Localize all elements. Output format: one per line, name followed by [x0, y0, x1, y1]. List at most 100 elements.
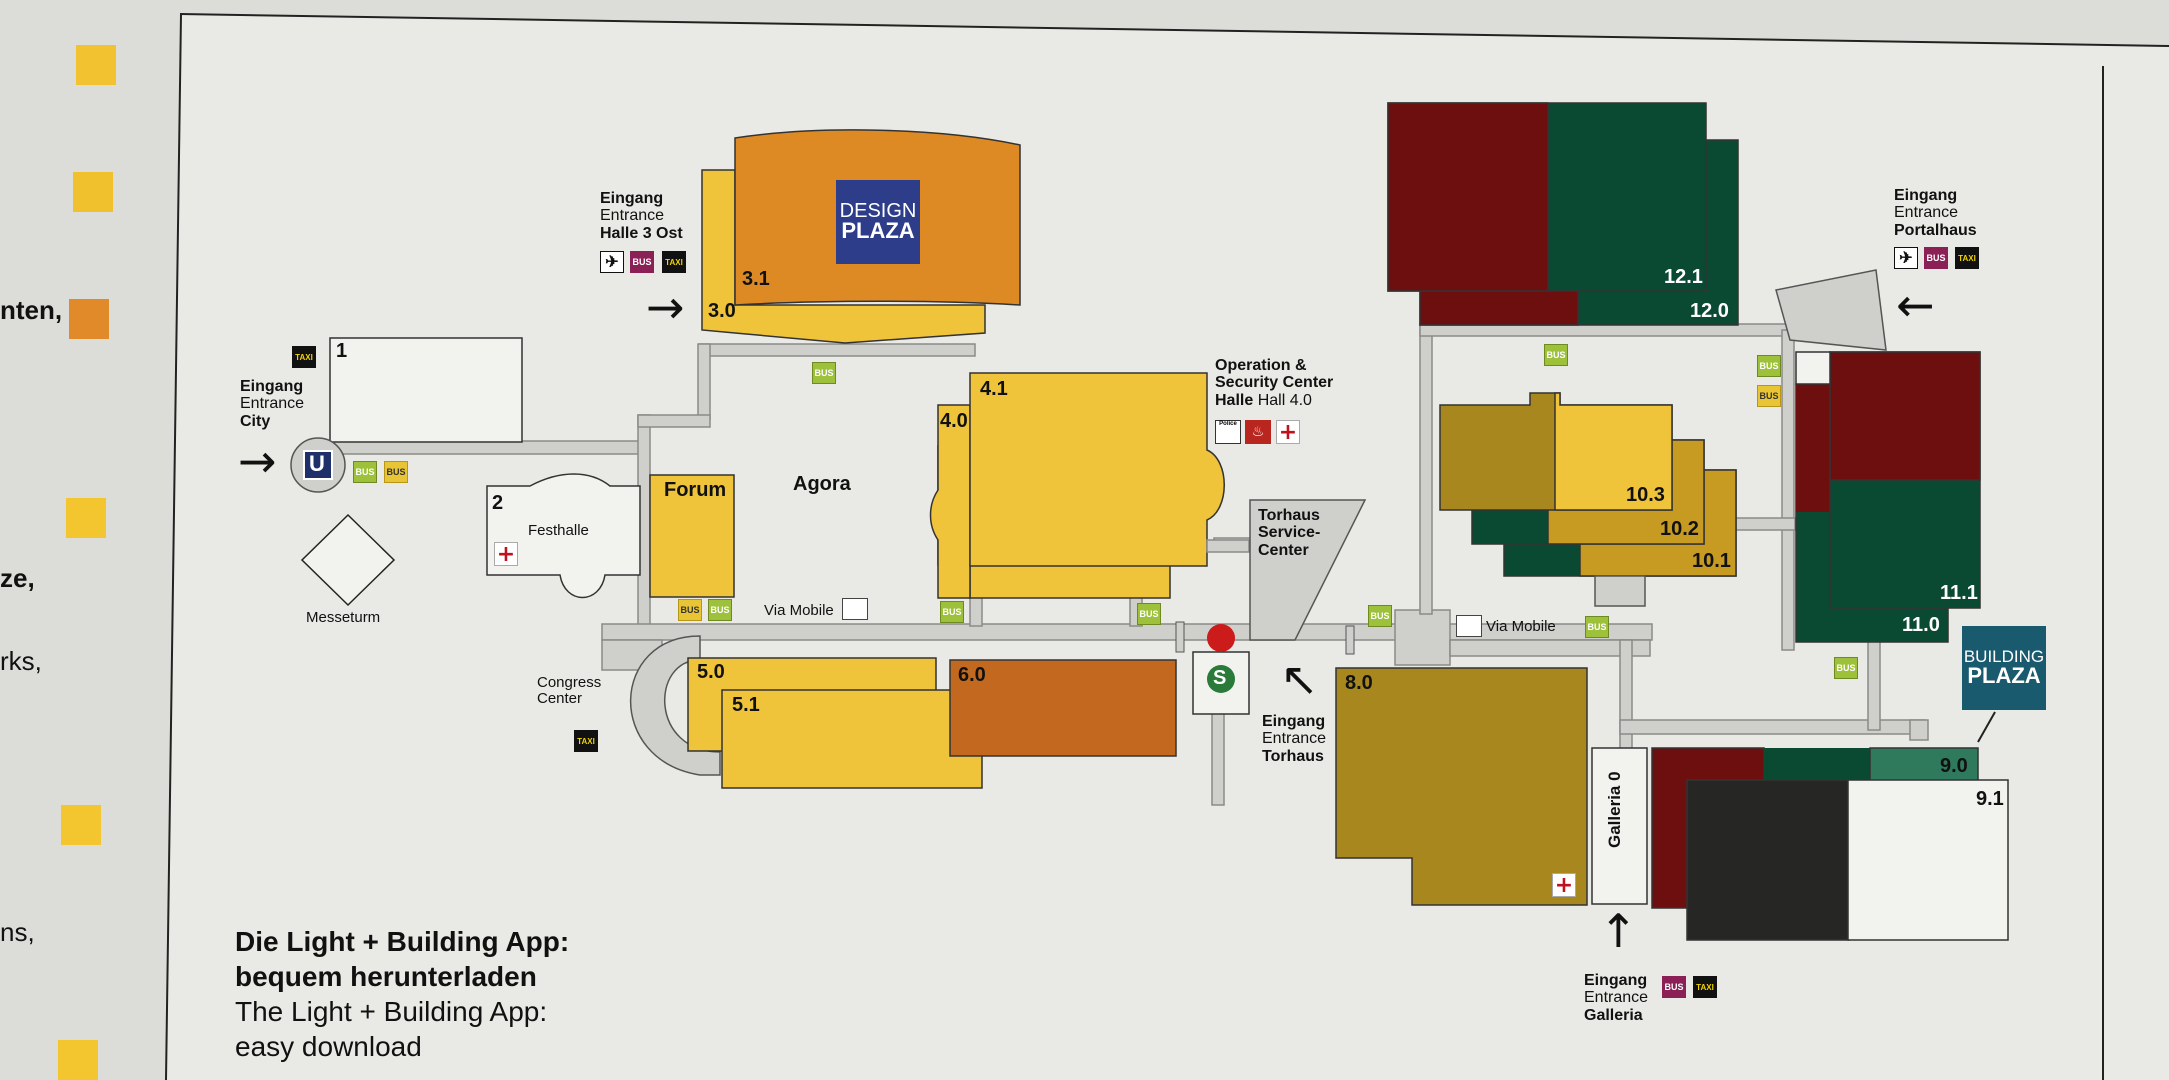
- service-bell-icon: ♨: [1245, 420, 1271, 444]
- legend-swatch-1: [76, 45, 116, 85]
- operation-line3a: Halle: [1215, 391, 1254, 409]
- forum-shape: [649, 474, 735, 598]
- walkway-to-9: [1909, 719, 1929, 741]
- forum-label: Forum: [664, 479, 727, 501]
- entrance-torhaus-arrow: ↖: [1280, 652, 1319, 706]
- s-bahn-letter: S: [1213, 667, 1227, 689]
- entrance-city-label: Eingang Entrance City: [240, 378, 304, 430]
- police-badge: Police: [1215, 420, 1241, 444]
- hall-12.1-red: [1387, 102, 1549, 292]
- walkway-agora-north: [697, 343, 711, 420]
- entrance-galleria-line2: Entrance: [1584, 989, 1649, 1007]
- panel-top-border: [179, 13, 2169, 47]
- entrance-halle3ost-label: Eingang Entrance Halle 3 Ost: [600, 190, 683, 242]
- walkway-hall10-east: [1734, 517, 1796, 531]
- taxi-badge-city: TAXI: [292, 346, 316, 368]
- festhalle-label: Festhalle: [528, 522, 589, 539]
- via-mobile-icon-east: [1456, 615, 1482, 637]
- entrance-halle3ost-line1: Eingang: [600, 190, 664, 207]
- building-plaza-pointer: [1977, 711, 1996, 743]
- galleria-shape: [1591, 747, 1648, 905]
- hall-4.1-shape: [969, 372, 1225, 567]
- hall-label-3.1: 3.1: [742, 268, 770, 290]
- taxi-badge-halle3: TAXI: [662, 251, 686, 273]
- building-plaza-line2: PLAZA: [1967, 662, 2041, 688]
- taxi-badge-congress: TAXI: [574, 730, 598, 752]
- hall-11-corner: [1795, 351, 1831, 385]
- entrance-portalhaus-line2: Entrance: [1894, 204, 1959, 222]
- operation-line3: Halle Hall 4.0: [1215, 392, 1333, 409]
- hall-label-2: 2: [492, 492, 504, 514]
- plane-badge-portalhaus: ✈: [1894, 247, 1918, 269]
- operation-center-label: Operation & Security Center Halle Hall 4…: [1215, 357, 1333, 409]
- hall-10-stairs: [1594, 575, 1646, 607]
- hall-4.0-west: [929, 404, 971, 599]
- entrance-city-arrow: →: [238, 434, 277, 488]
- hall-4.0-connector: [1206, 539, 1250, 553]
- congress-center-label: Congress Center: [537, 674, 601, 708]
- legend-swatch-5: [61, 805, 101, 845]
- via-mobile-label-west: Via Mobile: [764, 602, 834, 619]
- u-bahn-letter: U: [309, 451, 325, 476]
- bus-badge-hall12: BUS: [1544, 344, 1568, 366]
- bus-badge-hall11-south: BUS: [1834, 657, 1858, 679]
- entrance-galleria-label: Eingang Entrance Galleria: [1584, 972, 1648, 1024]
- hall-label-1: 1: [336, 340, 348, 362]
- hall-8.0-shape: [1335, 667, 1588, 906]
- entrance-torhaus-label: Eingang Entrance Torhaus: [1262, 713, 1326, 765]
- legend-swatch-6: [58, 1040, 98, 1080]
- legend-fragment-1: nten,: [0, 295, 63, 325]
- walkway-col12: [1419, 323, 1433, 615]
- operation-line1: Operation &: [1215, 357, 1307, 374]
- app-line1: Die Light + Building App:: [235, 926, 570, 957]
- first-aid-icon-ops: +: [1276, 420, 1300, 445]
- bus-badge-torhaus: BUS: [1368, 605, 1392, 627]
- hall-label-5.0: 5.0: [697, 661, 725, 683]
- hall-5.1-shape: [721, 689, 983, 789]
- congress-center-curve: [629, 635, 721, 776]
- operation-line2: Security Center: [1215, 374, 1334, 392]
- bus-badge-hall4: BUS: [940, 601, 964, 623]
- u-bahn-sign: [303, 450, 333, 480]
- hall-label-4.1: 4.1: [980, 378, 1008, 400]
- walkway-main: [601, 623, 1653, 641]
- hall-9.0-lightgreen: [1869, 747, 1979, 785]
- entrance-portalhaus-label: Eingang Entrance Portalhaus: [1894, 187, 1977, 239]
- entrance-halle3ost-line3: Halle 3 Ost: [600, 224, 683, 242]
- congress-line2: Center: [537, 690, 583, 708]
- entrance-city-line2: Entrance: [240, 395, 305, 413]
- entrance-halle3ost-arrow: →: [646, 280, 685, 334]
- building-1: [329, 337, 523, 443]
- bus-badge-city-2: BUS: [384, 461, 408, 483]
- hall-label-4.0: 4.0: [940, 410, 968, 432]
- legend-fragment-3: rks,: [0, 646, 42, 676]
- hall-11.1-red: [1829, 351, 1981, 481]
- torhaus-service-label: Torhaus Service- Center: [1258, 507, 1320, 559]
- messeturm-outline: [300, 513, 396, 607]
- hall-label-3.0: 3.0: [708, 300, 736, 322]
- walkway-s-bahn: [1211, 699, 1225, 806]
- torhaus-service-line3: Center: [1258, 541, 1309, 559]
- hall-label-11.1: 11.1: [1940, 582, 1978, 604]
- hall-label-9.1: 9.1: [1976, 788, 2004, 810]
- messeturm-label: Messeturm: [306, 609, 381, 626]
- hall-label-12.1: 12.1: [1664, 266, 1703, 288]
- hall-9.0-green: [1764, 748, 1872, 784]
- hall-label-11.0: 11.0: [1902, 614, 1940, 636]
- first-aid-icon-festhalle: +: [494, 542, 518, 567]
- festhalle-outline: [486, 473, 641, 599]
- operation-line3b: Hall 4.0: [1253, 391, 1312, 409]
- bus-badge-hall6: BUS: [1137, 603, 1161, 625]
- entrance-torhaus-line3: Torhaus: [1262, 747, 1324, 765]
- bus-badge-hall11-2: BUS: [1757, 385, 1781, 407]
- hall-10.3-bright: [1554, 392, 1673, 511]
- legend-fragment-4: ns,: [0, 917, 35, 947]
- app-line2: bequem herunterladen: [235, 961, 537, 992]
- entrance-torhaus-line2: Entrance: [1262, 730, 1327, 748]
- legend-swatch-2: [73, 172, 113, 212]
- bus-badge-east: BUS: [1585, 616, 1609, 638]
- design-plaza-label: DESIGN PLAZA: [836, 180, 920, 264]
- taxi-badge-portalhaus: TAXI: [1955, 247, 1979, 269]
